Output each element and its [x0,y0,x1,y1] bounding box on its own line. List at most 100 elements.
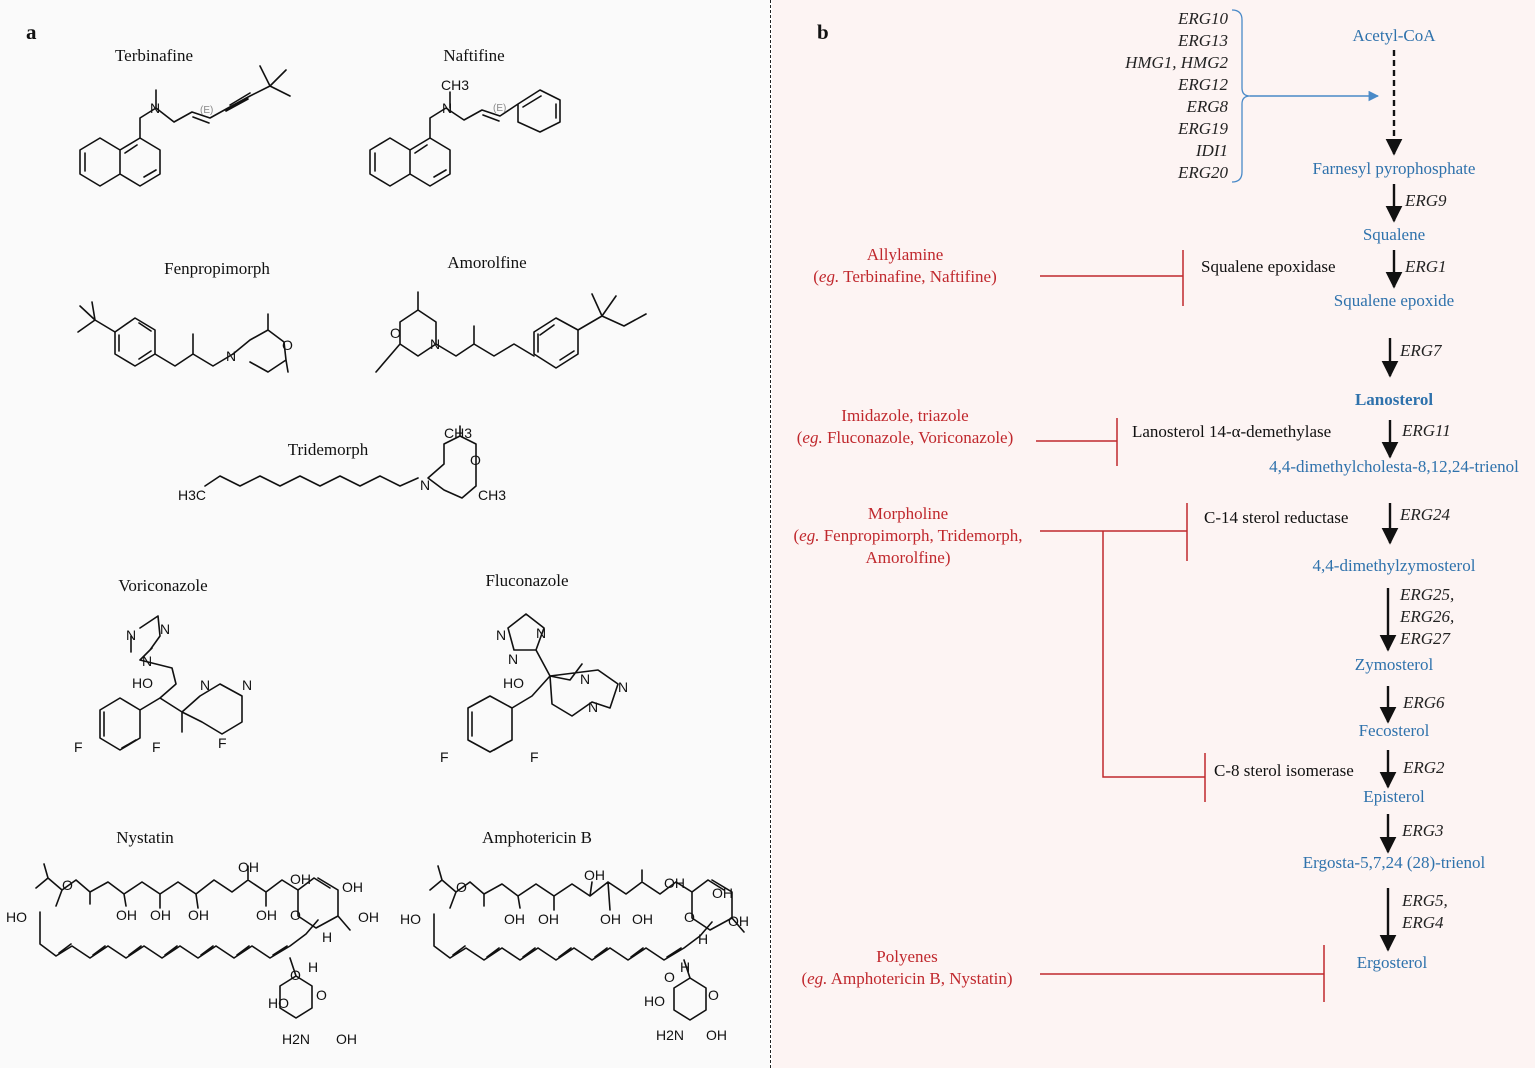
naftifine-name: Naftifine [443,46,505,65]
metabolite-dimethylzymosterol: 4,4-dimethylzymosterol [1312,556,1476,575]
metabolite-dimethylcholestatrienol: 4,4-dimethylcholesta-8,12,24-trienol [1269,457,1519,476]
terbinafine-atom-n: N [150,100,160,116]
nystatin-atom-ho2: HO [268,995,289,1011]
inhibitor-allylamine-class: Allylamine [866,245,944,264]
step-erg1: ERG1 [1405,257,1447,276]
metabolite-farnesyl-pyrophosphate: Farnesyl pyrophosphate [1312,159,1476,178]
step-erg4-line2: ERG4 [1402,913,1444,932]
inhibitor-azole-examples: (eg. Fluconazole, Voriconazole) [796,428,1014,447]
nystatin-atom-o4: O [316,987,327,1003]
metabolite-ergostatrienol: Ergosta-5,7,24 (28)-trienol [1302,853,1486,872]
nystatin-name: Nystatin [116,828,174,847]
inhibition-azole [1036,418,1118,466]
gene-erg13: ERG13 [1177,31,1228,50]
step-erg24: ERG24 [1400,505,1451,524]
fluconazole-atom-f1: F [440,749,449,765]
voriconazole-atom-f2: F [152,739,161,755]
terbinafine-structure: N (E) [79,65,291,187]
amphotericin-atom-oh3: OH [538,911,559,927]
metabolite-ergosterol: Ergosterol [1356,953,1428,972]
amphotericin-atom-o3: O [664,969,675,985]
voriconazole-atom-f1: F [74,739,83,755]
panel-b-background [772,0,1535,1068]
inhibitor-allylamine-examples: (eg. Terbinafine, Naftifine) [813,267,997,286]
tridemorph-structure: CH3 H3C N O CH3 [178,425,506,503]
amphotericin-b-name: Amphotericin B [481,828,593,847]
gene-hmg: HMG1, HMG2 [1125,53,1228,72]
inhibitor-azole: Imidazole, triazole (eg. Fluconazole, Vo… [797,405,1014,449]
voriconazole-atom-n5: N [242,677,252,693]
nystatin-atom-oh1: OH [238,859,259,875]
fluconazole-atom-n1: N [496,627,506,643]
amphotericin-atom-o1: O [456,879,467,895]
nystatin-atom-o2: O [290,907,301,923]
fluconazole-atom-n2: N [536,625,546,641]
gene-erg10: ERG10 [1177,9,1228,28]
gene-erg20: ERG20 [1177,163,1228,182]
amphotericin-atom-oh2: OH [504,911,525,927]
tridemorph-atom-o: O [470,452,481,468]
step-erg9: ERG9 [1405,191,1447,210]
voriconazole-atom-n4: N [200,677,210,693]
fluconazole-atom-f2: F [530,749,539,765]
nystatin-atom-oh4: OH [188,907,209,923]
metabolite-fecosterol: Fecosterol [1358,721,1430,740]
nystatin-atom-h2: H [308,959,318,975]
terbinafine-atom-e: (E) [200,105,213,116]
gene-erg12: ERG12 [1177,75,1228,94]
amphotericin-b-structure: OH OH OH OH OH OH OH HO O OH H O HO H O … [400,865,749,1043]
inhibition-morpholine-c14 [1040,503,1188,561]
tridemorph-atom-ch3-top: CH3 [444,425,472,441]
amphotericin-atom-ho2: HO [644,993,665,1009]
amphotericin-atom-oh9: OH [706,1027,727,1043]
nystatin-structure: OH OH OH OH OH OH OH HO O OH H O HO H O … [6,859,379,1047]
upstream-gene-list: ERG10 ERG13 HMG1, HMG2 ERG12 ERG8 ERG19 … [1080,8,1228,184]
naftifine-atom-e: (E) [493,103,506,114]
nystatin-atom-oh7: OH [342,879,363,895]
fluconazole-atom-ho: HO [503,675,524,691]
amphotericin-atom-h2n: H2N [656,1027,684,1043]
nystatin-atom-oh3: OH [150,907,171,923]
amphotericin-atom-o2: O [684,909,695,925]
inhibitor-polyene-examples: (eg. Amphotericin B, Nystatin) [801,969,1013,988]
naftifine-atom-n: N [442,100,452,116]
panel-a-background [0,0,770,1068]
amorolfine-atom-o: O [390,325,401,341]
voriconazole-atom-n2: N [160,621,170,637]
amphotericin-atom-oh5: OH [632,911,653,927]
fluconazole-atom-n5: N [618,679,628,695]
voriconazole-atom-n3: N [142,653,152,669]
terbinafine-name: Terbinafine [114,46,194,65]
step-erg27-line3: ERG27 [1400,629,1451,648]
metabolite-lanosterol: Lanosterol [1354,390,1434,409]
nystatin-atom-o1: O [62,877,73,893]
metabolite-zymosterol: Zymosterol [1354,655,1434,674]
amphotericin-atom-oh8: OH [728,913,749,929]
metabolite-squalene: Squalene [1362,225,1426,244]
gene-idi1: IDI1 [1195,141,1228,160]
fenpropimorph-structure: N O [77,301,293,373]
tridemorph-atom-h3c: H3C [178,487,206,503]
enzyme-lanosterol-demethylase: Lanosterol 14-α-demethylase [1132,422,1332,441]
amphotericin-atom-oh4: OH [600,911,621,927]
inhibitor-allylamine: Allylamine (eg. Terbinafine, Naftifine) [813,244,997,288]
amphotericin-atom-oh7: OH [712,885,733,901]
enzyme-c14-sterol-reductase: C-14 sterol reductase [1204,508,1349,527]
inhibitor-morpholine-class: Morpholine [867,504,949,523]
step-erg25-line1: ERG25, [1400,585,1455,604]
panel-divider [770,0,771,1068]
voriconazole-atom-ho: HO [132,675,153,691]
nystatin-atom-h2n: H2N [282,1031,310,1047]
voriconazole-atom-n1: N [126,627,136,643]
enzyme-squalene-epoxidase: Squalene epoxidase [1201,257,1336,276]
amorolfine-structure: O N [375,291,647,373]
inhibitor-morpholine: Morpholine (eg. Fenpropimorph, Tridemorp… [793,503,1022,569]
amphotericin-atom-oh1: OH [584,867,605,883]
inhibitor-morpholine-examples: (eg. Fenpropimorph, Tridemorph, [793,526,1023,545]
amorolfine-name: Amorolfine [447,253,527,272]
fenpropimorph-atom-o: O [282,337,293,353]
nystatin-atom-o3: O [290,967,301,983]
voriconazole-name: Voriconazole [118,576,208,595]
nystatin-atom-oh9: OH [336,1031,357,1047]
